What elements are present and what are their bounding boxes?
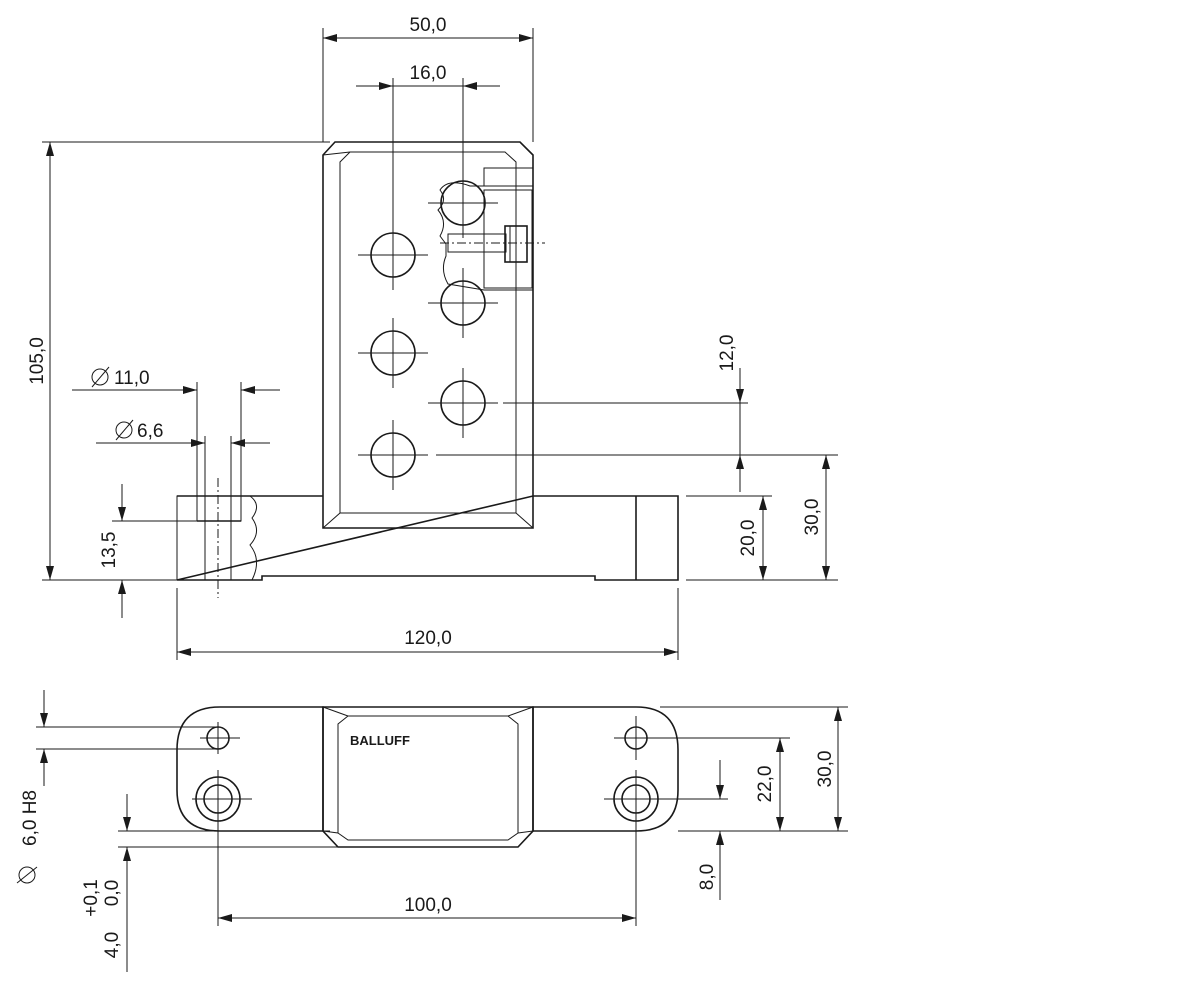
dim-spacing-100: 100,0 [404, 895, 452, 916]
dim-tol-upper: +0,1 [81, 879, 102, 917]
dim-width-50: 50,0 [410, 15, 447, 36]
sensor-housing [322, 141, 545, 529]
sensor-holes [358, 168, 498, 490]
brand-logo: BALLUFF [350, 733, 410, 748]
dim-depth-13-5: 13,5 [99, 532, 120, 569]
dim-tol-lower: 0,0 [102, 880, 123, 906]
dim-length-120: 120,0 [404, 628, 452, 649]
top-view: BALLUFF [176, 706, 679, 848]
dim-pitch-16: 16,0 [410, 63, 447, 84]
dim-offset-8: 8,0 [697, 864, 718, 890]
dim-width-30-top: 30,0 [815, 751, 836, 788]
diameter-symbols [16, 366, 134, 884]
dim-height-30-front: 30,0 [802, 499, 823, 536]
dimension-lines [36, 28, 848, 972]
front-view [176, 141, 679, 598]
dim-pin-dia: 6,0 H8 [20, 790, 41, 846]
base-plate [176, 478, 679, 598]
set-screw [440, 225, 545, 263]
dim-width-22: 22,0 [755, 766, 776, 803]
dim-dia-11: 11,0 [114, 368, 150, 389]
dimension-labels: 50,0 16,0 105,0 11,0 6,6 13,5 12,0 20,0 … [20, 15, 836, 958]
dim-base-4: 4,0 [102, 932, 123, 958]
dim-height-105: 105,0 [27, 337, 48, 385]
dim-height-20: 20,0 [738, 520, 759, 557]
mounting-holes [192, 716, 668, 830]
dim-dia-6-6: 6,6 [137, 421, 163, 442]
dim-step-12: 12,0 [717, 335, 738, 372]
